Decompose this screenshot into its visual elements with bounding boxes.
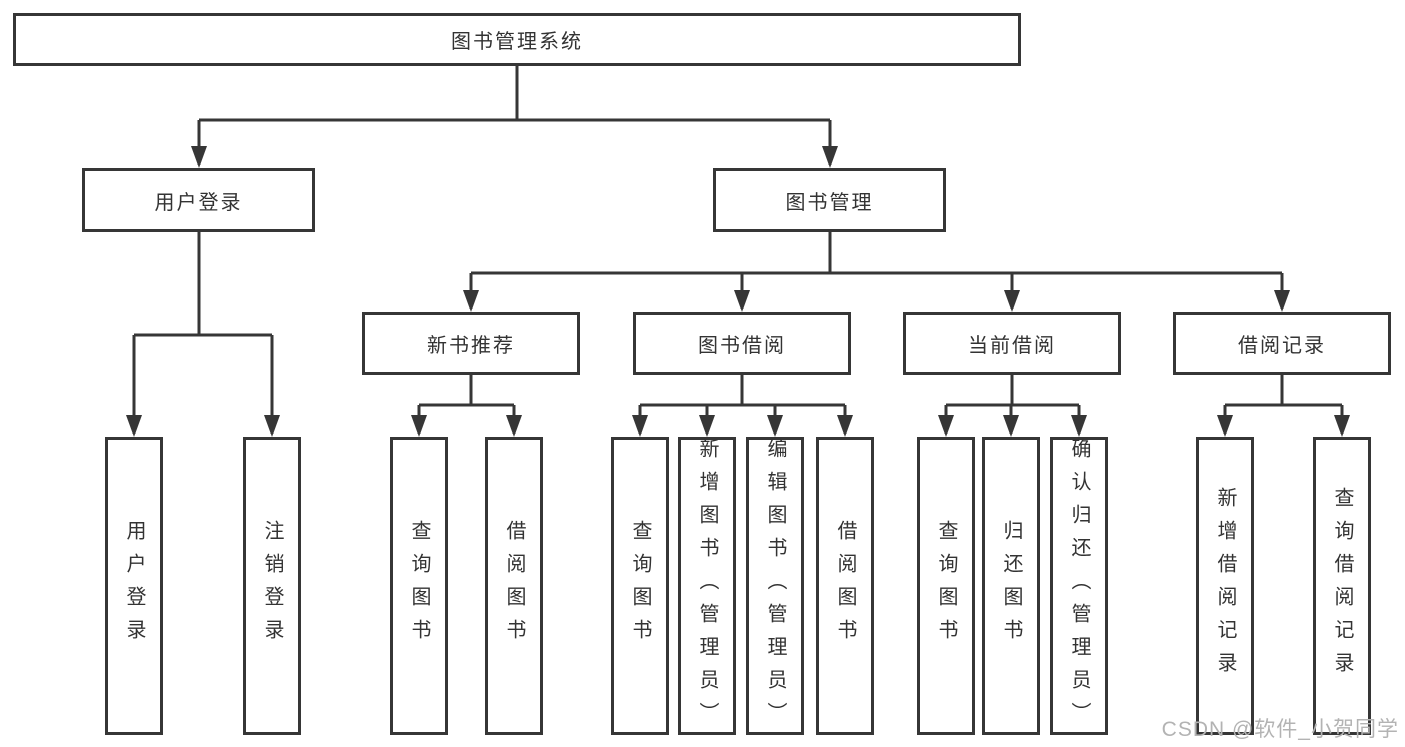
leaf-query-books-newbooks: 查询图书 [390, 437, 448, 735]
leaf-query-books-borrowing-label: 查询图书 [629, 520, 651, 652]
leaf-borrow-books-borrowing: 借阅图书 [816, 437, 874, 735]
leaf-query-borrow-record-label: 查询借阅记录 [1331, 487, 1353, 685]
arrowheads [126, 146, 1350, 437]
leaf-user-login: 用户登录 [105, 437, 163, 735]
leaf-query-books-borrowing: 查询图书 [611, 437, 669, 735]
leaf-query-borrow-record: 查询借阅记录 [1313, 437, 1371, 735]
leaf-return-books: 归还图书 [982, 437, 1040, 735]
node-new-book-recommendation: 新书推荐 [362, 312, 580, 375]
leaf-confirm-return-admin-label: 确认归还（管理员） [1068, 437, 1090, 735]
node-book-borrowing: 图书借阅 [633, 312, 851, 375]
leaf-query-books-current: 查询图书 [917, 437, 975, 735]
leaf-query-books-current-label: 查询图书 [935, 520, 957, 652]
leaf-edit-book-admin-label: 编辑图书（管理员） [764, 437, 786, 735]
node-user-login: 用户登录 [82, 168, 315, 232]
leaf-borrow-books-newbooks-label: 借阅图书 [503, 520, 525, 652]
node-book-management: 图书管理 [713, 168, 946, 232]
leaf-logout-label: 注销登录 [261, 520, 283, 652]
leaf-borrow-books-newbooks: 借阅图书 [485, 437, 543, 735]
leaf-return-books-label: 归还图书 [1000, 520, 1022, 652]
leaf-confirm-return-admin: 确认归还（管理员） [1050, 437, 1108, 735]
node-current-borrowing: 当前借阅 [903, 312, 1121, 375]
leaf-edit-book-admin: 编辑图书（管理员） [746, 437, 804, 735]
tree-edges [132, 66, 1344, 434]
node-library-management-system: 图书管理系统 [13, 13, 1021, 66]
csdn-watermark: CSDN @软件_小贺同学 [1161, 718, 1399, 741]
leaf-add-book-admin: 新增图书（管理员） [678, 437, 736, 735]
leaf-add-borrow-record-label: 新增借阅记录 [1214, 487, 1236, 685]
node-borrowing-records: 借阅记录 [1173, 312, 1391, 375]
leaf-user-login-label: 用户登录 [123, 520, 145, 652]
leaf-borrow-books-borrowing-label: 借阅图书 [834, 520, 856, 652]
leaf-query-books-newbooks-label: 查询图书 [408, 520, 430, 652]
leaf-add-book-admin-label: 新增图书（管理员） [696, 437, 718, 735]
leaf-logout: 注销登录 [243, 437, 301, 735]
leaf-add-borrow-record: 新增借阅记录 [1196, 437, 1254, 735]
